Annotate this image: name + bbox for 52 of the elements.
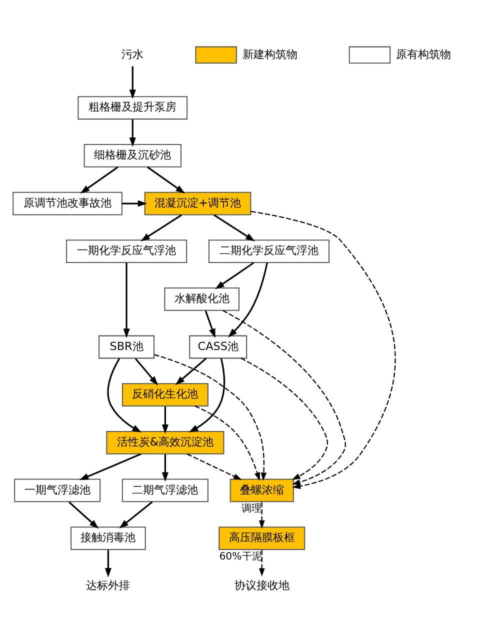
arrow — [188, 358, 225, 433]
node-box: 高压隔膜板框 — [218, 526, 305, 550]
arrow — [258, 502, 264, 529]
arrow — [140, 214, 182, 242]
node-box: 反硝化生化池 — [121, 383, 208, 407]
arrow — [121, 200, 147, 207]
arrow — [146, 166, 185, 194]
node-box: 混凝沉淀+调节池 — [144, 192, 251, 216]
arrow — [186, 454, 242, 480]
legend-label: 原有构筑物 — [396, 48, 451, 61]
node-box: 粗格栅及提升泵房 — [77, 96, 188, 120]
arrow — [118, 501, 152, 528]
arrow — [122, 262, 130, 338]
node-box: 水解酸化池 — [164, 287, 239, 311]
legend-label: 新建构筑物 — [242, 48, 298, 61]
arrow — [250, 210, 396, 489]
node-box: 原调节池改事故池 — [12, 192, 122, 216]
arrow — [104, 550, 111, 578]
node-text: 达标外排 — [86, 580, 130, 592]
node-box: 叠螺浓缩 — [229, 478, 294, 502]
arrow — [214, 262, 254, 290]
arrow — [258, 550, 264, 577]
node-box: 二期气浮滤池 — [121, 478, 208, 502]
node-text: 污水 — [121, 48, 144, 61]
node-box: 一期化学反应气浮池 — [65, 240, 187, 264]
edge-label: 60%干泥 — [218, 552, 262, 563]
node-box: SBR池 — [98, 335, 154, 359]
arrow — [68, 502, 98, 529]
node-box: 细格栅及沉砂池 — [83, 144, 181, 168]
arrow — [161, 406, 168, 434]
node-box: CASS池 — [188, 335, 247, 359]
arrow — [222, 310, 346, 485]
edge-label: 调理 — [241, 504, 262, 515]
arrow — [161, 454, 168, 482]
node-box: 二期化学反应气浮池 — [208, 240, 330, 264]
arrow — [128, 66, 136, 100]
arrow — [212, 214, 254, 242]
arrow — [240, 358, 328, 480]
arrow — [134, 358, 158, 386]
arrow — [174, 358, 206, 386]
arrow — [106, 358, 142, 433]
node-box: 接触消毒池 — [70, 526, 146, 550]
arrow — [194, 406, 260, 481]
node-text: 协议接收地 — [234, 580, 289, 592]
arrow — [204, 310, 215, 338]
arrow — [228, 262, 268, 338]
arrow — [128, 120, 136, 147]
arrow — [78, 453, 141, 480]
arrow — [154, 354, 266, 481]
node-box: 活性炭&高效沉淀池 — [106, 430, 224, 454]
node-box: 一期气浮滤池 — [14, 478, 100, 502]
arrow — [80, 166, 118, 194]
